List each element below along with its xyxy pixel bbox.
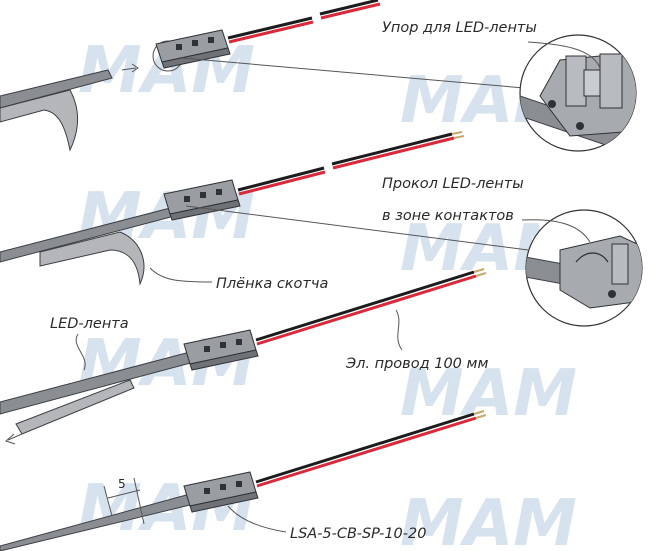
leader-wire [395, 309, 403, 351]
watermark-layer: MAM MAM MAM MAM MAM MAM MAM MAM [78, 34, 577, 551]
step-4: 5 LSA-5-CB-SP-10-20 [0, 410, 487, 551]
label-pierce-1: Прокол LED-ленты [382, 176, 524, 192]
leader-stop [527, 41, 601, 69]
leader-led-strip [75, 333, 86, 371]
wire-pair-1 [227, 0, 381, 44]
leader-zoom-2 [185, 205, 529, 251]
label-stop: Упор для LED-ленты [382, 20, 537, 36]
step-1: Упор для LED-ленты [0, 0, 637, 152]
dimension-marker: 5 [103, 477, 145, 525]
leader-zoom-1 [181, 57, 525, 89]
wire-pair-3 [255, 268, 487, 346]
label-pierce-2: в зоне контактов [382, 208, 514, 224]
wire-pair-4 [255, 410, 487, 488]
label-tape-film: Плёнка скотча [216, 276, 328, 292]
connector-2 [163, 179, 241, 221]
watermark-6: MAM [400, 357, 577, 431]
tape-film-1 [0, 89, 79, 152]
leader-pierce [521, 219, 591, 243]
label-led-strip: LED-лента [50, 316, 129, 332]
watermark-8: MAM [400, 487, 577, 551]
step-2: Прокол LED-ленты в зоне контактов Плёнка… [0, 131, 643, 327]
arrow-right-icon [121, 63, 139, 73]
connector-1 [155, 29, 231, 69]
zoom-detail-pierce [525, 209, 643, 327]
leader-part-number [227, 505, 287, 533]
step-3: LED-лента Эл. провод 100 мм [0, 268, 488, 445]
dimension-value: 5 [118, 477, 126, 491]
label-wire: Эл. провод 100 мм [345, 356, 488, 372]
tape-film-3 [15, 379, 135, 435]
zoom-detail-stop [519, 34, 637, 152]
leader-tape-film [149, 267, 213, 283]
arrow-down-left-icon [5, 433, 23, 445]
tape-film-2 [39, 231, 145, 286]
wire-pair-2 [237, 131, 465, 196]
led-strip-1 [0, 69, 113, 109]
connector-3 [183, 329, 259, 371]
connector-4 [183, 471, 259, 513]
label-part-number: LSA-5-CB-SP-10-20 [290, 526, 426, 542]
